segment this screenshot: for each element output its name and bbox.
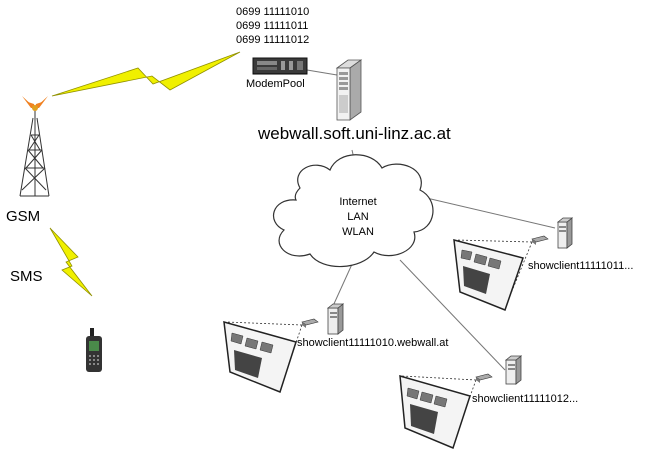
cloud-client3-line <box>399 259 506 371</box>
client-station-1 <box>453 217 574 311</box>
cloud-line-wlan: WLAN <box>342 226 374 238</box>
antenna-signal-icon <box>22 96 48 111</box>
client3-screen-content <box>406 387 448 434</box>
cloud-line-lan: LAN <box>347 211 369 223</box>
cloud-client1-line <box>417 195 556 229</box>
modem-number-3: 0699 11111012 <box>236 34 310 46</box>
wireless-link-icon <box>51 51 241 97</box>
client2-tower-icon <box>326 303 345 335</box>
client2-screen-content <box>230 332 274 378</box>
client1-screen-content <box>460 249 502 294</box>
gsm-tower-icon <box>19 108 50 197</box>
client3-tower-icon <box>504 355 523 385</box>
mobile-phone-icon <box>86 328 102 372</box>
client1-projection-lines <box>455 239 533 309</box>
modempool-label: ModemPool <box>246 78 305 90</box>
server-icon <box>335 59 363 121</box>
modem-number-2: 0699 11111011 <box>236 20 309 32</box>
internet-cloud <box>273 154 434 268</box>
client1-projector-icon <box>531 235 549 245</box>
client-label-1: showclient11111011... <box>528 260 634 272</box>
connection-lines <box>306 69 556 371</box>
client-label-2: showclient11111010.webwall.at <box>297 337 449 349</box>
server-label: webwall.soft.uni-linz.ac.at <box>258 124 451 143</box>
gsm-label: GSM <box>6 208 41 225</box>
client-station-2 <box>223 303 345 393</box>
modem-server-line <box>306 69 338 76</box>
client-label-3: showclient11111012... <box>472 393 579 405</box>
client3-projection-lines <box>401 375 477 447</box>
sms-label: SMS <box>10 268 43 285</box>
client3-projector-icon <box>475 373 493 383</box>
cloud-line-internet: Internet <box>339 196 377 208</box>
client-station-3 <box>399 355 523 450</box>
client2-projector-icon <box>301 318 319 328</box>
modem-number-1: 0699 11111010 <box>236 6 310 18</box>
cloud-client2-line <box>332 261 354 307</box>
sms-lightning-icon <box>49 227 93 297</box>
modem-pool-icon <box>252 57 308 75</box>
client1-tower-icon <box>556 217 574 249</box>
